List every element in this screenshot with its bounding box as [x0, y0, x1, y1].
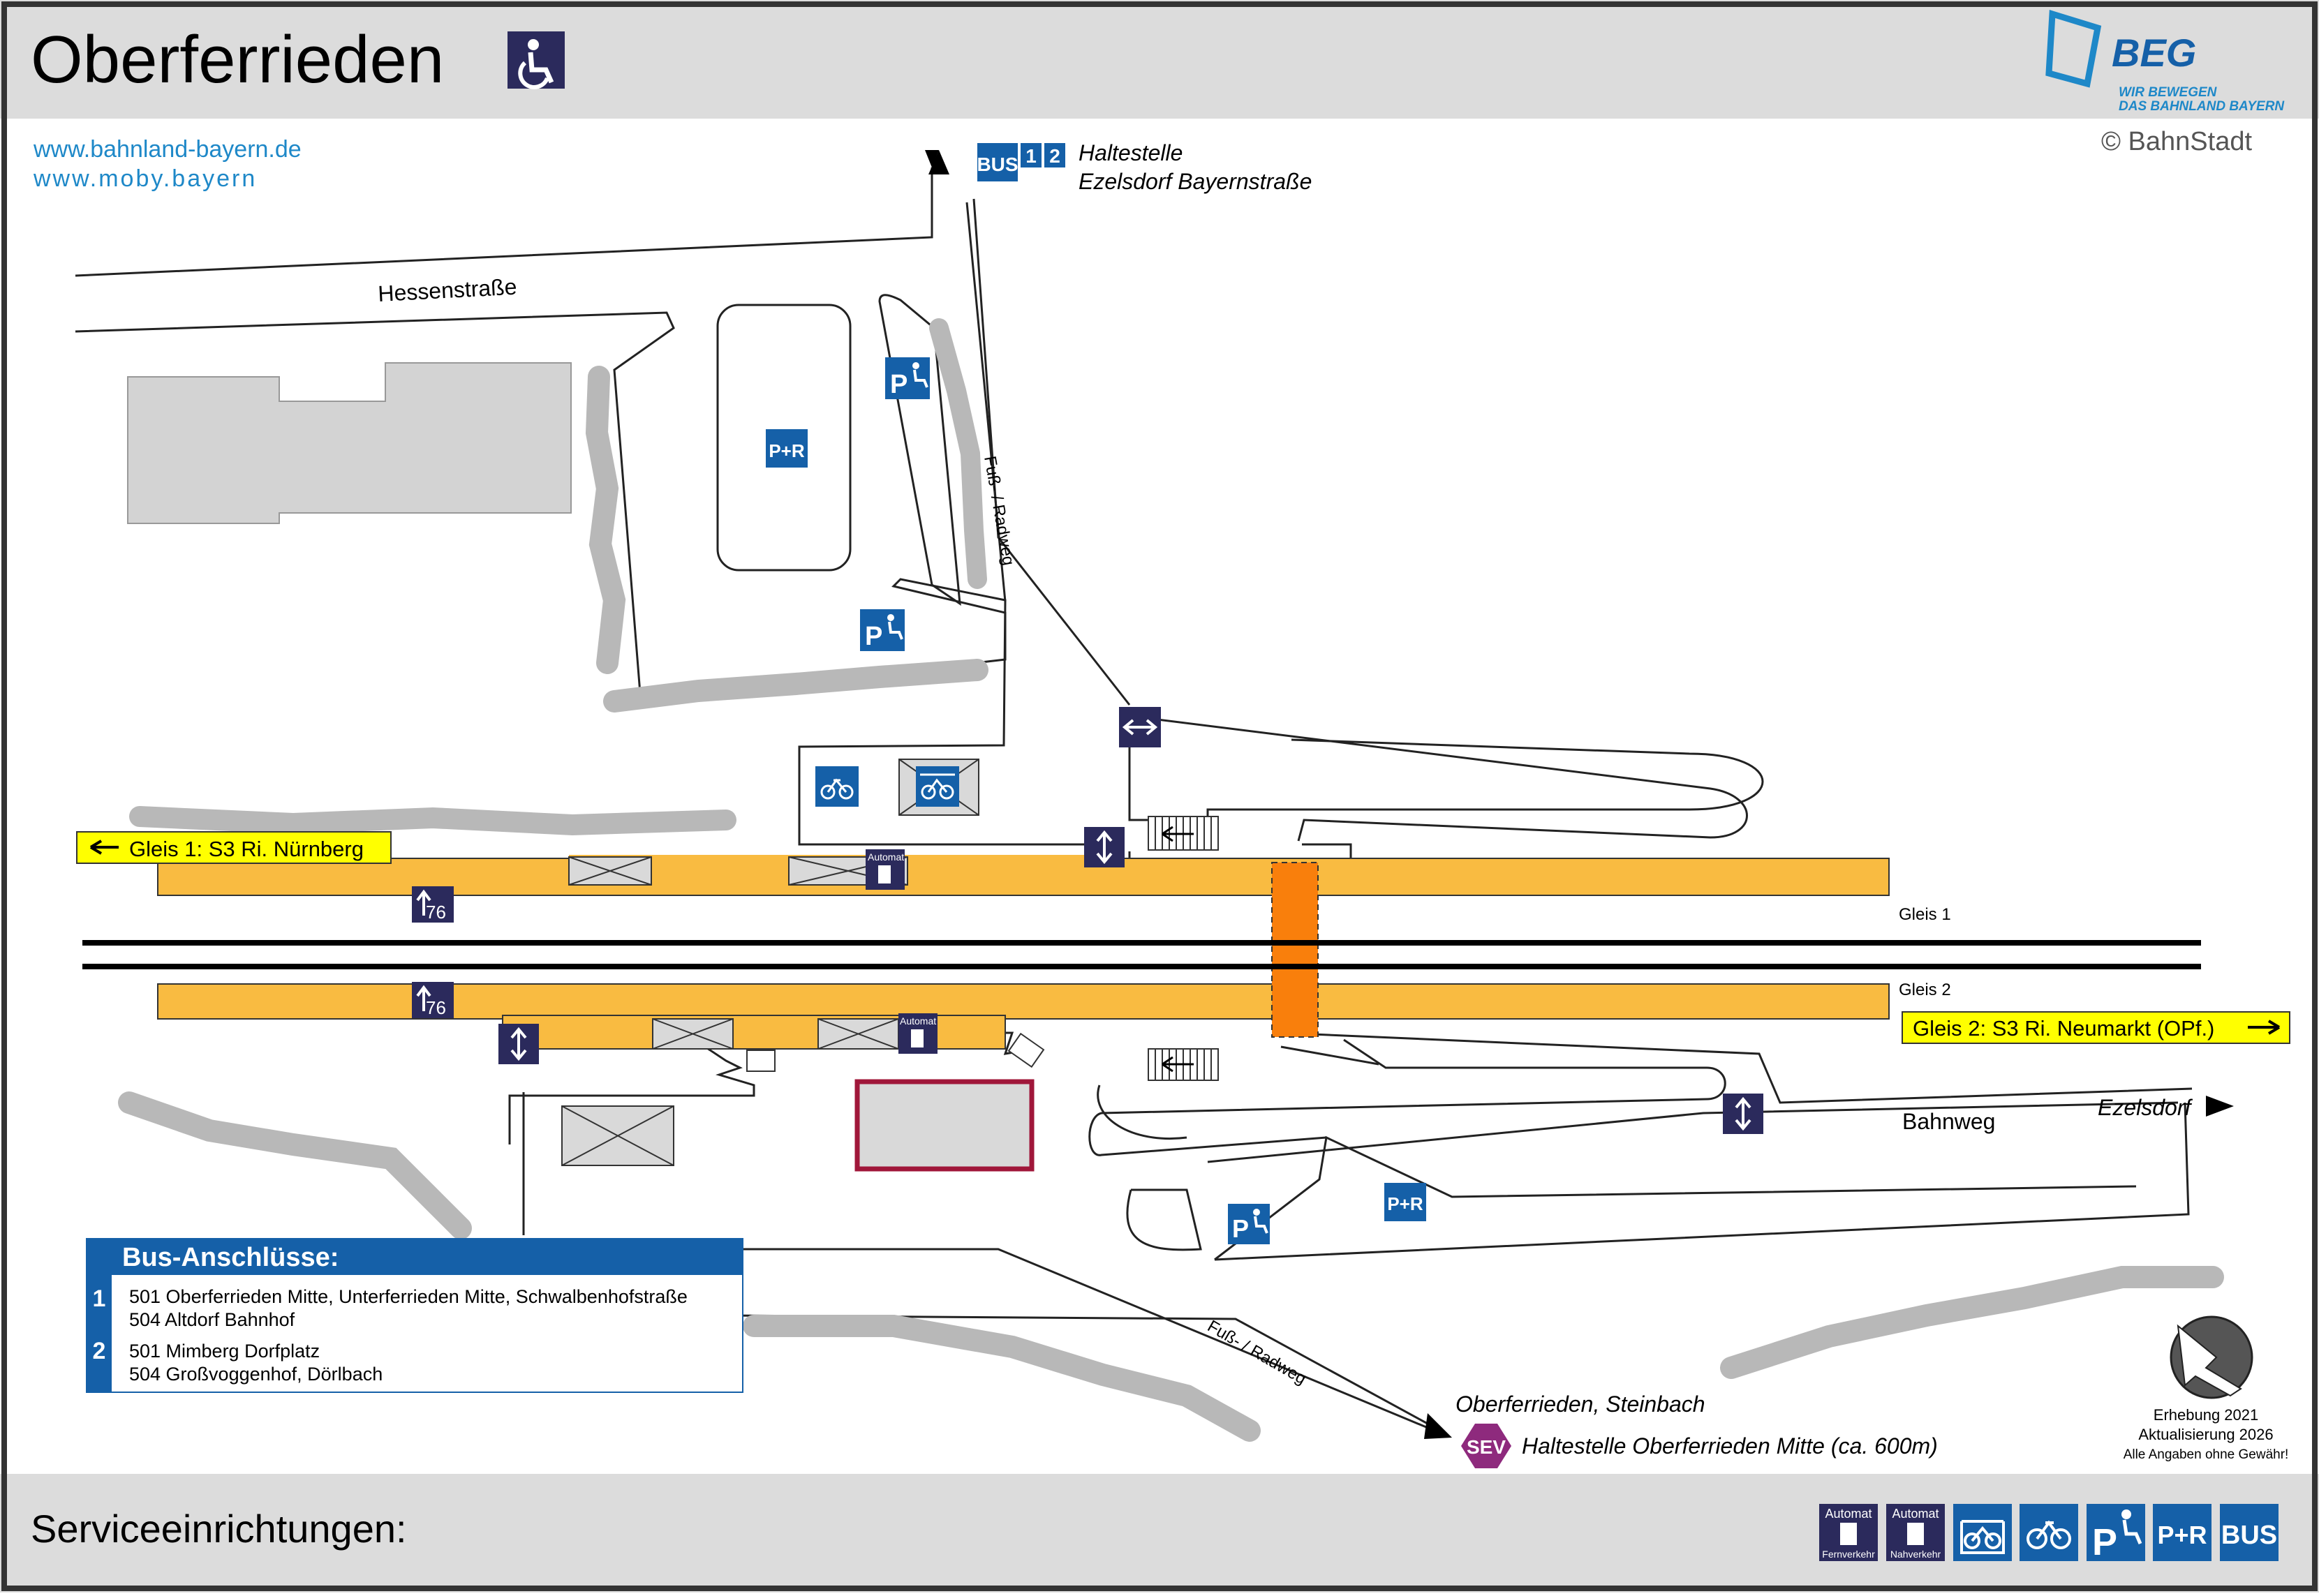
svg-text:BUS: BUS	[977, 154, 1018, 175]
wheelchair-icon	[507, 31, 565, 89]
gleis1-direction-box: Gleis 1: S3 Ri. Nürnberg	[76, 831, 392, 864]
bus-icon: BUS	[2220, 1504, 2279, 1561]
bus-row-1-line-b: 504 Altdorf Bahnhof	[129, 1309, 295, 1330]
rail-gleis-2	[82, 964, 2201, 969]
park-and-ride-icon: P+R	[2153, 1504, 2211, 1561]
svg-text:Gleis 2: S3 Ri. Neumarkt (OPf.: Gleis 2: S3 Ri. Neumarkt (OPf.)	[1913, 1016, 2214, 1041]
park-and-ride-icon: P+R	[1384, 1183, 1426, 1221]
station-title: Oberferrieden	[31, 22, 444, 97]
svg-text:P: P	[1232, 1214, 1249, 1243]
ticket-machine-icon: Automat	[866, 849, 905, 890]
svg-text:Gleis 1: S3 Ri. Nürnberg: Gleis 1: S3 Ri. Nürnberg	[129, 837, 364, 861]
svg-text:P: P	[2092, 1521, 2117, 1563]
parking-disabled-icon: P	[885, 357, 930, 399]
gleis2-label: Gleis 2	[1899, 980, 1951, 999]
bike-icon	[2020, 1504, 2078, 1561]
street-hessenstrasse: Hessenstraße	[377, 274, 517, 306]
bike-icon	[815, 766, 859, 807]
roads	[75, 167, 2193, 1432]
bus-connections-box: Bus-Anschlüsse: 1 501 Oberferrieden Mitt…	[86, 1238, 743, 1393]
sev-stop-name: Haltestelle Oberferrieden Mitte (ca. 600…	[1522, 1433, 1938, 1459]
building-main	[127, 362, 572, 524]
building-red-outline	[854, 1079, 1035, 1172]
svg-text:P+R: P+R	[1387, 1193, 1423, 1214]
beg-logo: BEG WIR BEWEGEN DAS BAHNLAND BAYERN	[2045, 10, 2285, 114]
svg-text:Automat: Automat	[1825, 1507, 1872, 1521]
trees	[118, 318, 2224, 1442]
svg-text:1: 1	[1025, 145, 1037, 167]
ticket-machine-long-distance-icon: Automat Fernverkehr	[1819, 1504, 1878, 1561]
sev-badge: SEV	[1461, 1424, 1511, 1468]
gleis2-direction-box: Gleis 2: S3 Ri. Neumarkt (OPf.)	[1902, 1011, 2290, 1044]
ramp-icon	[1119, 707, 1161, 747]
link-moby[interactable]: www.moby.bayern	[33, 165, 257, 192]
header-bar	[0, 0, 2319, 119]
gleis1-label: Gleis 1	[1899, 905, 1951, 924]
svg-text:76: 76	[426, 902, 446, 923]
street-bahnweg: Bahnweg	[1902, 1109, 1995, 1134]
survey-line-3: Alle Angaben ohne Gewähr!	[2124, 1447, 2289, 1462]
svg-text:BEG: BEG	[2112, 31, 2196, 75]
svg-text:2: 2	[1049, 145, 1060, 167]
copyright-bahnstadt: © BahnStadt	[2101, 127, 2252, 156]
svg-text:Automat: Automat	[900, 1015, 936, 1027]
direction-ezelsdorf: Ezelsdorf	[2098, 1095, 2193, 1120]
bus-connections-title: Bus-Anschlüsse:	[122, 1243, 339, 1272]
bus-row-2-num: 2	[93, 1338, 106, 1364]
arrow-bus-stop-top	[928, 150, 949, 174]
svg-text:P: P	[865, 622, 882, 651]
parking-disabled-icon: P	[1228, 1204, 1270, 1244]
ticket-machine-icon: Automat	[898, 1013, 938, 1054]
path-label-top: Fuß- / Radweg	[980, 454, 1018, 567]
survey-line-2: Aktualisierung 2026	[2138, 1426, 2273, 1443]
elevator-icon	[498, 1024, 539, 1064]
underpass	[1271, 862, 1319, 1038]
svg-text:Automat: Automat	[1892, 1507, 1939, 1521]
elevator-icon	[1723, 1094, 1763, 1134]
svg-text:Automat: Automat	[868, 851, 904, 863]
path-label-bottom: Fuß- / Radweg	[1204, 1317, 1310, 1389]
bike-locker-icon	[916, 766, 959, 807]
rail-gleis-1	[82, 940, 2201, 946]
parking-disabled-icon: P	[2087, 1504, 2145, 1563]
bus-row-2-line-b: 504 Großvoggenhof, Dörlbach	[129, 1364, 383, 1385]
footer-title: Serviceeinrichtungen:	[31, 1507, 407, 1551]
svg-text:Nahverkehr: Nahverkehr	[1890, 1549, 1941, 1560]
stop-steinbach: Oberferrieden, Steinbach	[1455, 1392, 1705, 1417]
bus-stop-top-name-2: Ezelsdorf Bayernstraße	[1079, 169, 1312, 194]
bus-stop-top-name-1: Haltestelle	[1079, 140, 1183, 165]
arrow-ezelsdorf	[2206, 1096, 2234, 1117]
svg-text:DAS BAHNLAND BAYERN: DAS BAHNLAND BAYERN	[2119, 99, 2285, 114]
svg-text:P: P	[890, 370, 907, 399]
ticket-machine-regional-icon: Automat Nahverkehr	[1886, 1504, 1945, 1561]
shelters	[561, 759, 979, 1166]
bus-row-2-line-a: 501 Mimberg Dorfplatz	[129, 1341, 320, 1362]
svg-text:WIR BEWEGEN: WIR BEWEGEN	[2119, 85, 2218, 100]
svg-text:P+R: P+R	[769, 440, 805, 461]
parking-disabled-icon: P	[860, 609, 905, 651]
bus-row-1-num: 1	[93, 1285, 106, 1312]
platform-height-2: 76	[412, 982, 454, 1018]
survey-line-1: Erhebung 2021	[2154, 1406, 2258, 1424]
svg-text:76: 76	[426, 997, 446, 1018]
bus-row-1-line-a: 501 Oberferrieden Mitte, Unterferrieden …	[129, 1286, 688, 1307]
park-and-ride-icon: P+R	[766, 429, 808, 468]
stair-arrow-up	[1162, 826, 1194, 842]
svg-text:Fernverkehr: Fernverkehr	[1822, 1549, 1875, 1560]
arrow-steinbach	[1424, 1413, 1452, 1439]
svg-text:BUS: BUS	[2221, 1521, 2277, 1550]
platform-height-1: 76	[412, 886, 454, 923]
stair-arrow-down	[1162, 1056, 1194, 1073]
link-bahnland[interactable]: www.bahnland-bayern.de	[33, 136, 302, 163]
svg-text:P+R: P+R	[2157, 1521, 2207, 1549]
elevator-icon	[1084, 827, 1125, 867]
bus-stop-top-badge: BUS 1 2	[977, 143, 1065, 181]
bike-locker-icon	[1953, 1504, 2012, 1561]
north-arrow-icon	[2170, 1315, 2253, 1399]
svg-text:SEV: SEV	[1467, 1436, 1506, 1458]
